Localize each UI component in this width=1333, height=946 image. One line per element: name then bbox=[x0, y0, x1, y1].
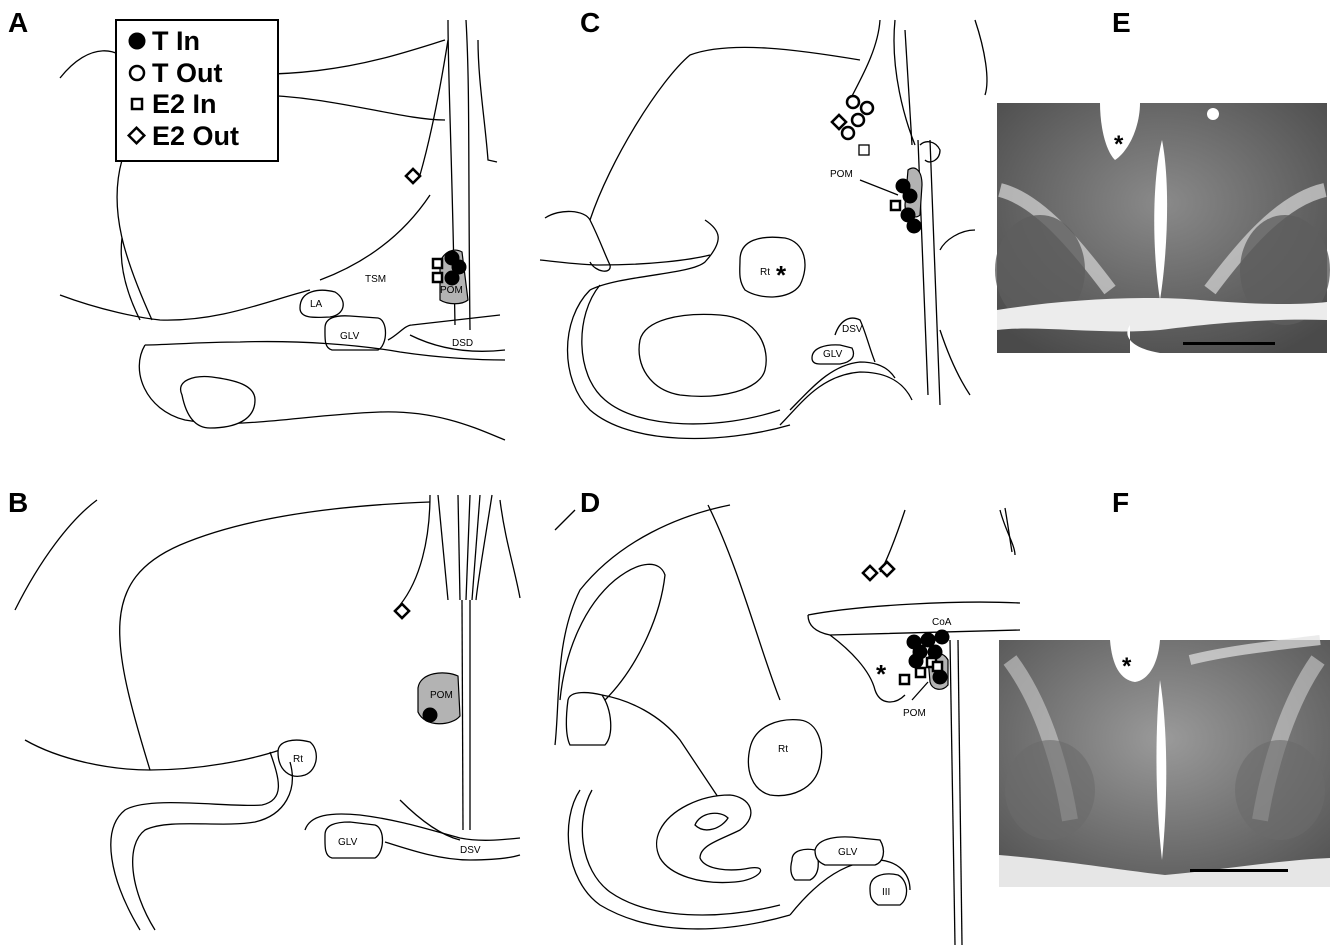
marker-e2-in bbox=[859, 145, 869, 155]
region-oval-a bbox=[181, 377, 255, 428]
marker-e2-out bbox=[406, 169, 420, 183]
panel-label-e: E bbox=[1112, 7, 1131, 38]
panel-b-outlines bbox=[15, 495, 520, 930]
marker-t-out bbox=[852, 114, 864, 126]
legend-t-in-symbol bbox=[129, 33, 145, 49]
panel-d-outlines bbox=[555, 505, 1020, 945]
region-d-small bbox=[566, 693, 610, 745]
panel-label-b: B bbox=[8, 487, 28, 518]
region-label-glv: GLV bbox=[340, 331, 360, 342]
lesion-marker: * bbox=[776, 260, 787, 290]
marker-t-out bbox=[861, 102, 873, 114]
region-label-pom: POM bbox=[830, 169, 853, 180]
panel-e: E * bbox=[995, 7, 1330, 353]
micrograph-f: * bbox=[999, 640, 1330, 887]
region-label-dsv: DSV bbox=[842, 324, 863, 335]
marker-e2-in bbox=[900, 675, 909, 684]
region-d-curl bbox=[657, 795, 761, 883]
region-label-la: LA bbox=[310, 299, 323, 310]
lesion-marker: * bbox=[876, 659, 887, 689]
region-label-rt: Rt bbox=[293, 754, 303, 765]
region-label-glv: GLV bbox=[838, 847, 858, 858]
marker-e2-out bbox=[832, 115, 846, 129]
region-label-rt: Rt bbox=[760, 267, 770, 278]
legend-t-in-label: T In bbox=[152, 26, 200, 56]
region-label-coa: CoA bbox=[932, 617, 952, 628]
panel-c: C POM Rt bbox=[540, 7, 987, 439]
region-label-pom: POM bbox=[440, 285, 463, 296]
region-label-glv: GLV bbox=[338, 837, 358, 848]
marker-t-in bbox=[935, 630, 949, 644]
marker-e2-out bbox=[863, 566, 877, 580]
panel-f: F * bbox=[999, 487, 1330, 887]
marker-t-in bbox=[907, 219, 921, 233]
marker-e2-out bbox=[880, 562, 894, 576]
legend-t-out-label: T Out bbox=[152, 58, 222, 88]
region-label-rt: Rt bbox=[778, 744, 788, 755]
marker-t-in bbox=[423, 708, 437, 722]
micrograph-e: * bbox=[995, 103, 1330, 353]
panel-label-f: F bbox=[1112, 487, 1129, 518]
marker-t-in bbox=[909, 654, 923, 668]
marker-t-out bbox=[842, 127, 854, 139]
legend: T In T Out E2 In E2 Out bbox=[116, 20, 278, 161]
scale-bar-e bbox=[1183, 342, 1275, 345]
panel-c-region-labels: POM Rt * DSV GLV bbox=[760, 169, 863, 360]
marker-t-in bbox=[445, 271, 459, 285]
panel-d: D Co bbox=[555, 487, 1020, 945]
region-label-tsm: TSM bbox=[365, 274, 386, 285]
legend-e2-out-label: E2 Out bbox=[152, 121, 239, 151]
region-label-pom: POM bbox=[903, 708, 926, 719]
lesion-marker: * bbox=[1122, 653, 1132, 680]
marker-e2-out bbox=[395, 604, 409, 618]
lesion-marker: * bbox=[1114, 131, 1124, 158]
panel-label-d: D bbox=[580, 487, 600, 518]
region-label-iii: III bbox=[882, 887, 890, 898]
panel-c-markers bbox=[832, 96, 921, 233]
legend-e2-in-symbol bbox=[132, 99, 142, 109]
region-label-dsv: DSV bbox=[460, 845, 481, 856]
legend-e2-in-label: E2 In bbox=[152, 89, 217, 119]
marker-e2-in bbox=[433, 273, 442, 282]
region-rt-c bbox=[740, 237, 805, 297]
region-label-dsd: DSD bbox=[452, 338, 473, 349]
legend-t-out-symbol bbox=[130, 66, 144, 80]
scale-bar-f bbox=[1190, 869, 1288, 872]
panel-b: B POM Rt GLV DSV bbox=[8, 487, 520, 930]
region-label-glv: GLV bbox=[823, 349, 843, 360]
marker-e2-in bbox=[433, 259, 442, 268]
marker-e2-in bbox=[891, 201, 900, 210]
marker-t-out bbox=[847, 96, 859, 108]
region-label-pom: POM bbox=[430, 690, 453, 701]
panel-label-a: A bbox=[8, 7, 28, 38]
region-rt-d bbox=[748, 720, 821, 796]
panel-a: A TSM POM LA GLV DSD bbox=[8, 7, 505, 440]
panel-label-c: C bbox=[580, 7, 600, 38]
region-oval-c bbox=[639, 314, 766, 396]
panel-a-markers bbox=[406, 169, 466, 285]
region-d-small2 bbox=[791, 849, 819, 880]
marker-e2-in bbox=[916, 668, 925, 677]
marker-t-in bbox=[903, 189, 917, 203]
marker-e2-in bbox=[933, 662, 942, 671]
